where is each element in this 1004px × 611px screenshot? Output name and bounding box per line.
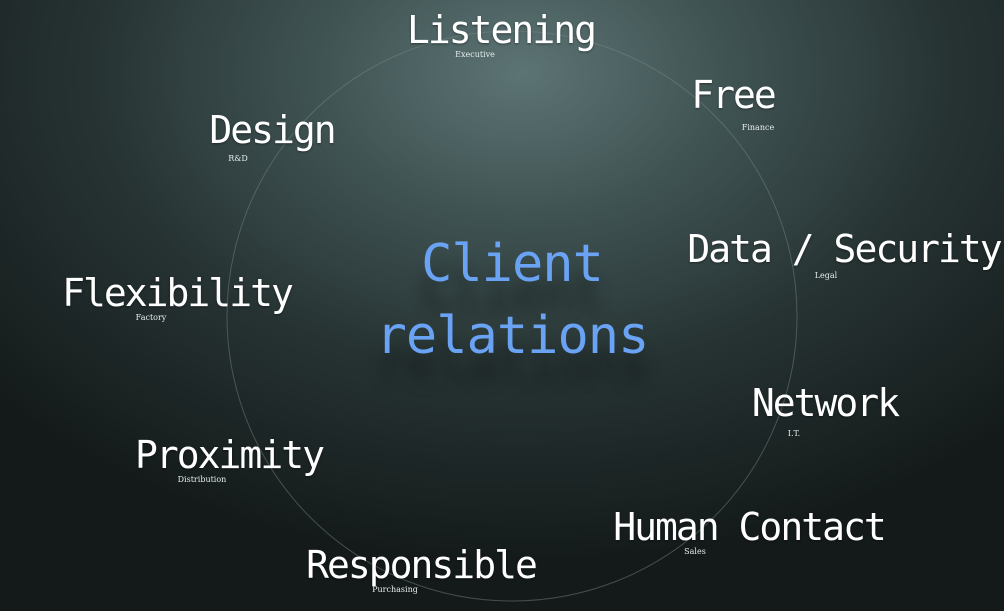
node-data-security: Data / Security Legal: [687, 227, 1002, 281]
node-design: Design R&D: [209, 108, 336, 164]
central-topic-line2: relations: [375, 306, 650, 366]
central-topic-line1: Client: [421, 234, 604, 294]
node-title: Human Contact: [613, 505, 886, 549]
node-subtitle: Distribution: [177, 475, 227, 484]
node-subtitle: Finance: [741, 123, 775, 132]
node-responsible: Responsible Purchasing: [306, 543, 538, 595]
node-subtitle: Executive: [455, 50, 495, 59]
node-subtitle: R&D: [228, 154, 248, 163]
node-title: Free: [691, 73, 777, 117]
node-subtitle: I.T.: [787, 429, 801, 438]
node-title: Flexibility: [62, 271, 294, 315]
node-title: Proximity: [135, 433, 325, 477]
node-title: Network: [751, 381, 900, 425]
node-human-contact: Human Contact Sales: [613, 505, 886, 557]
node-flexibility: Flexibility Factory: [62, 271, 294, 323]
central-topic: Client relations: [375, 228, 650, 372]
node-title: Data / Security: [687, 227, 1002, 271]
node-network: Network I.T.: [751, 381, 900, 439]
node-title: Responsible: [306, 543, 538, 587]
node-subtitle: Purchasing: [372, 585, 418, 594]
node-title: Listening: [407, 8, 597, 52]
node-free: Free Finance: [691, 73, 777, 133]
node-title: Design: [209, 108, 336, 152]
node-subtitle: Factory: [135, 313, 167, 322]
node-listening: Listening Executive: [407, 8, 597, 60]
node-proximity: Proximity Distribution: [135, 433, 325, 485]
node-subtitle: Legal: [814, 271, 838, 280]
node-subtitle: Sales: [684, 547, 706, 556]
